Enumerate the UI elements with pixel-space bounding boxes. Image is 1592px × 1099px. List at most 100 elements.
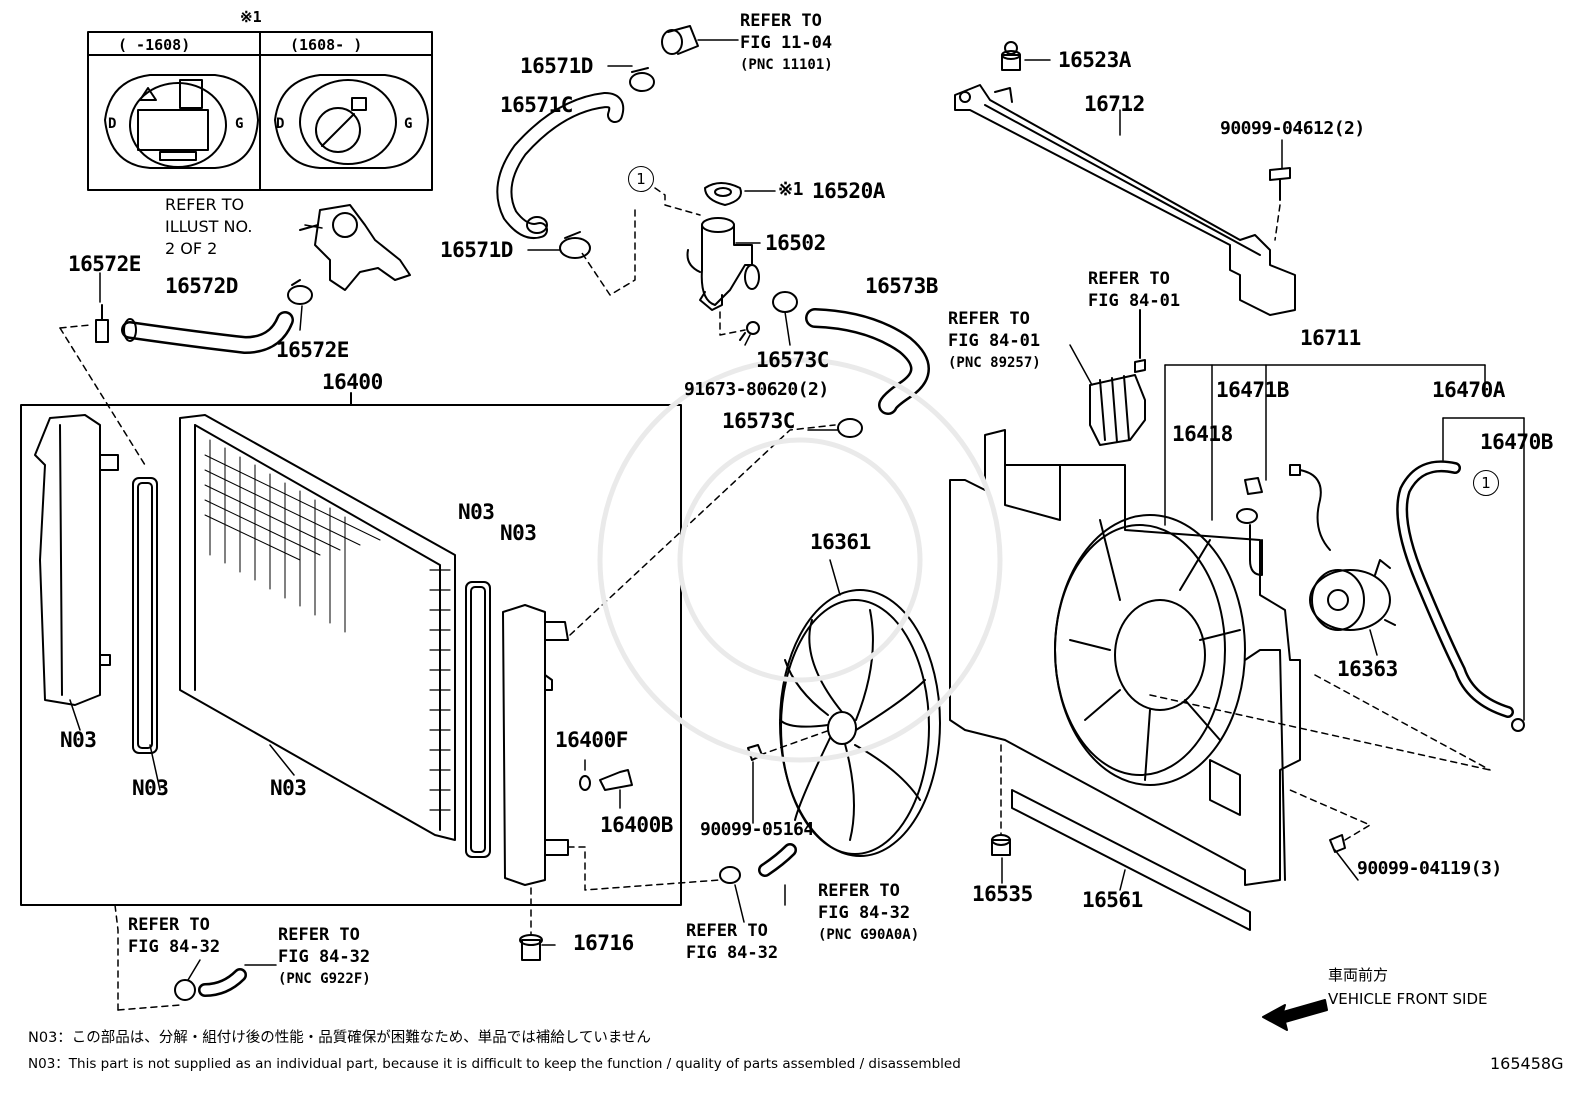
vehicle-front-arrow-icon [1262,999,1328,1031]
label-16520A: 16520A [812,179,885,203]
clip-16572E-top [95,304,109,343]
ref-pnc: (PNC G90A0A) [818,927,920,943]
label-90099-05164: 90099-05164 [700,819,814,840]
label-16400F: 16400F [555,728,628,752]
ref-line: FIG 84-32 [818,903,911,923]
label-n03-a: N03 [60,728,97,752]
grommet-16471B [1244,477,1263,495]
radiator-cap-box: D G D G [87,31,433,191]
ref-line: FIG 84-01 [1088,291,1181,311]
vehicle-front-en: VEHICLE FRONT SIDE [1328,990,1488,1008]
label-16470A: 16470A [1432,378,1505,402]
label-n03-e: N03 [500,521,537,545]
hose-clamp-16573C-bottom [837,418,863,438]
label-n03-c: N03 [270,776,307,800]
svg-text:D: D [276,116,284,132]
ref-line: REFER TO [165,195,245,214]
radiator-support-16712 [954,84,1296,316]
label-16711: 16711 [1300,326,1361,350]
hose-clamp-16573C-top [772,291,798,313]
grommet-16418 [1236,508,1258,524]
fan-motor-16363 [1289,464,1396,631]
tank-gasket-right [465,581,491,858]
ref-line: FIG 11-04 [740,33,833,53]
label-16400: 16400 [322,370,383,394]
label-16573C-a: 16573C [756,348,829,372]
header-left-col: ( -1608) [118,36,191,54]
ref-line: 2 OF 2 [165,239,218,258]
label-16712: 16712 [1084,92,1145,116]
drain-cock-16400B [599,769,633,791]
ref-pnc: (PNC 89257) [948,355,1041,371]
ref-line: REFER TO [278,925,360,945]
label-16716: 16716 [573,931,634,955]
label-16561: 16561 [1082,888,1143,912]
radiator-right-tank [502,604,569,886]
label-16520A-mark: ※1 [778,179,803,200]
label-16502: 16502 [765,231,826,255]
ref-line: REFER TO [740,11,822,31]
hose-clamp-16571D-bottom [559,231,591,259]
header-right-col: (1608- ) [290,36,363,54]
label-16361: 16361 [810,530,871,554]
hose-clamp-16571D-top [629,67,655,92]
svg-text:G: G [404,116,412,132]
water-inlet-16502 [686,217,760,311]
note-n03-jp: N03：この部品は、分解・組付け後の性能・品質確保が困難なため、単品では補給して… [28,1030,651,1046]
upper-hose-16571C [496,92,625,239]
ref-line: REFER TO [818,881,900,901]
ref-fig-84-32-b: REFER TO FIG 84-32 (PNC G922F) [278,924,371,990]
header-mark: ※1 [240,8,262,26]
cushion-16535 [991,834,1011,856]
ref-fig-84-01-b: REFER TO FIG 84-01 (PNC 89257) [948,308,1041,374]
label-leaders [69,59,1378,981]
vehicle-front-jp: 車両前方 [1328,966,1389,984]
label-16571D-top: 16571D [520,54,593,78]
reservoir-hose-16470A [1396,460,1525,732]
ref-fig-84-32-a: REFER TO FIG 84-32 [128,914,220,958]
label-16573B: 16573B [865,274,938,298]
note-n03-en: N03：This part is not supplied as an indi… [28,1056,961,1072]
label-16470B: 16470B [1480,430,1553,454]
plug-16716 [519,934,543,961]
hose-16573B [805,308,930,415]
bolt-91673 [739,321,760,341]
gasket-16520A [704,182,776,206]
inlet-leader-lines [579,187,746,336]
radiator-left-tank [34,414,119,706]
label-91673-80620: 91673-80620(2) [684,379,829,400]
label-16418: 16418 [1172,422,1233,446]
fan-resistor-icon [1089,374,1146,446]
hose-clamp-16572E [287,279,313,305]
ref-line: FIG 84-32 [686,943,779,963]
o-ring-16400F [579,775,591,791]
ref-fig-84-32-d: REFER TO FIG 84-32 (PNC G90A0A) [818,880,919,946]
label-90099-04119: 90099-04119(3) [1357,858,1502,879]
label-16572D: 16572D [165,274,238,298]
illustration-id: 165458G [1490,1054,1564,1073]
ref-fig-84-01-a: REFER TO FIG 84-01 [1088,268,1180,312]
water-valve-icon [299,204,411,291]
clip-fig84-01 [1134,309,1146,373]
label-16400B: 16400B [600,813,673,837]
ref-line: REFER TO [1088,269,1170,289]
tank-gasket-left [132,477,158,754]
svg-text:G: G [235,116,243,132]
label-16573C-b: 16573C [722,409,795,433]
bypass-hose-16572D [121,311,294,354]
radiator-core [179,414,456,841]
radiator-cap-right-icon: D G [274,74,429,169]
callout-1-top: 1 [628,166,654,192]
engine-pipe-icon [661,25,739,55]
label-16572E-top: 16572E [68,252,141,276]
ref-line: FIG 84-32 [128,937,221,957]
ref-line: FIG 84-01 [948,331,1041,351]
ref-illust: REFER TO ILLUST NO. 2 OF 2 [165,194,252,260]
ref-line: REFER TO [686,921,768,941]
label-90099-04612: 90099-04612(2) [1220,118,1365,139]
lower-hose-parts [174,843,797,1001]
callout-1-right: 1 [1473,470,1499,496]
shield-16561 [1011,789,1251,931]
